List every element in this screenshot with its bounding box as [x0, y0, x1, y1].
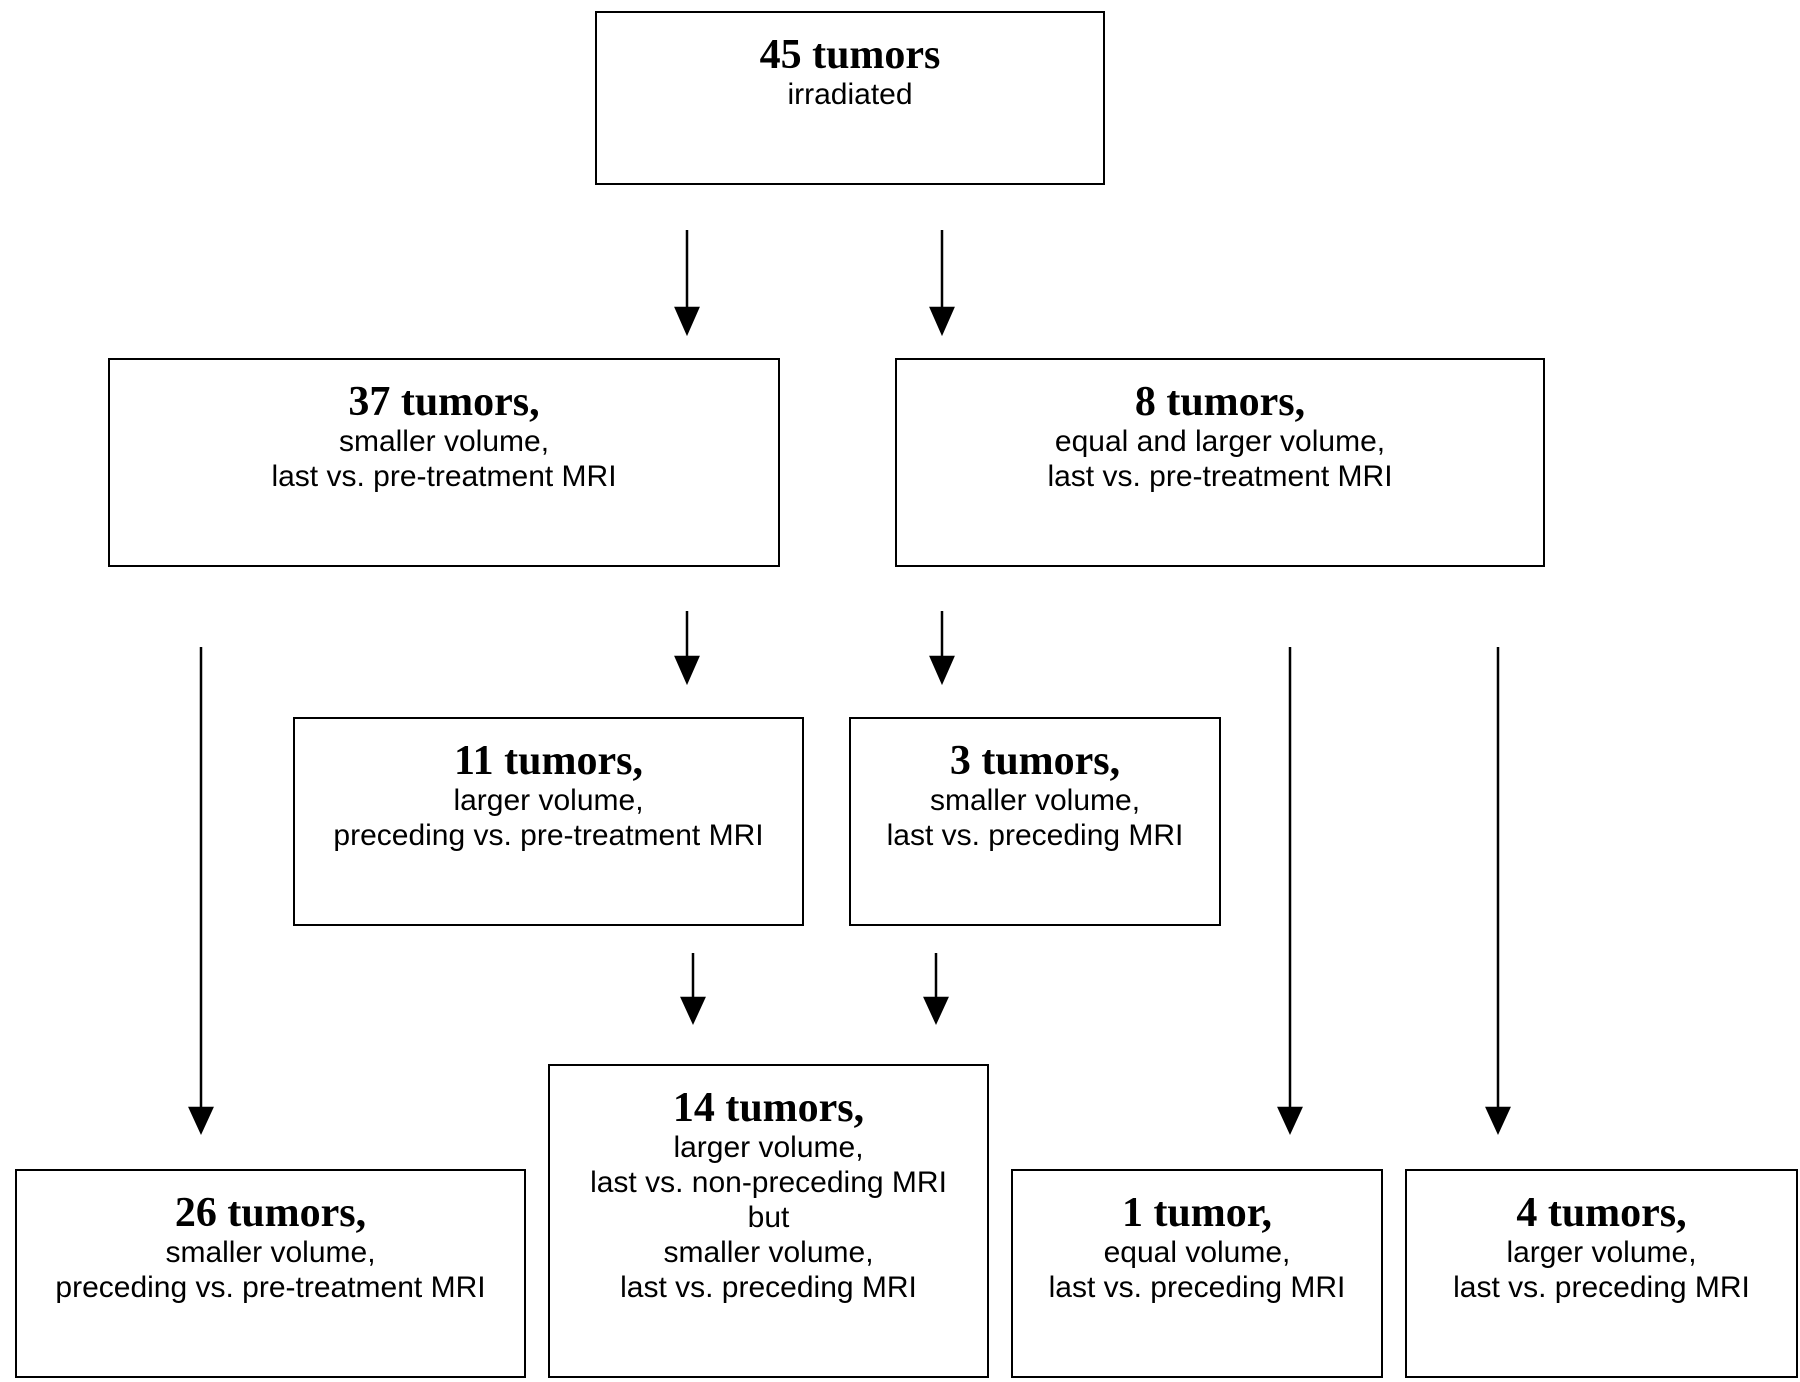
box-37-line-2: last vs. pre-treatment MRI	[271, 460, 617, 493]
box-root: 45 tumors irradiated	[595, 11, 1105, 185]
box-3-line-1: smaller volume,	[929, 784, 1141, 817]
box-37-tumors: 37 tumors, smaller volume, last vs. pre-…	[108, 358, 780, 567]
arrow-root-to-8	[929, 230, 955, 337]
box-8-heading: 8 tumors,	[1134, 379, 1306, 425]
box-1-tumor: 1 tumor, equal volume, last vs. precedin…	[1011, 1169, 1383, 1378]
box-4-tumors: 4 tumors, larger volume, last vs. preced…	[1405, 1169, 1798, 1378]
box-37-line-1: smaller volume,	[338, 425, 550, 458]
box-root-line-1: irradiated	[787, 78, 913, 111]
box-14-line-2: last vs. non-preceding MRI	[590, 1166, 947, 1199]
box-1-heading: 1 tumor,	[1121, 1190, 1273, 1236]
box-26-tumors: 26 tumors, smaller volume, preceding vs.…	[15, 1169, 526, 1378]
box-14-line-1: larger volume,	[673, 1131, 864, 1164]
arrow-8-to-4	[1485, 647, 1511, 1136]
box-26-heading: 26 tumors,	[174, 1190, 367, 1236]
box-4-heading: 4 tumors,	[1516, 1190, 1687, 1236]
box-1-line-2: last vs. preceding MRI	[1048, 1271, 1346, 1304]
arrow-root-to-37	[674, 230, 700, 337]
box-3-line-2: last vs. preceding MRI	[886, 819, 1184, 852]
arrow-8-to-1	[1277, 647, 1303, 1136]
box-8-line-2: last vs. pre-treatment MRI	[1047, 460, 1393, 493]
arrow-37-to-26	[188, 647, 214, 1136]
box-26-line-1: smaller volume,	[165, 1236, 376, 1269]
box-11-line-2: preceding vs. pre-treatment MRI	[333, 819, 764, 852]
box-14-line-5: last vs. preceding MRI	[620, 1271, 917, 1304]
box-14-heading: 14 tumors,	[672, 1085, 865, 1131]
box-37-heading: 37 tumors,	[348, 379, 540, 425]
box-4-line-2: last vs. preceding MRI	[1453, 1271, 1750, 1304]
arrow-11-to-14	[680, 953, 706, 1026]
box-8-line-1: equal and larger volume,	[1054, 425, 1386, 458]
box-26-line-2: preceding vs. pre-treatment MRI	[55, 1271, 486, 1304]
box-3-heading: 3 tumors,	[949, 738, 1121, 784]
arrow-37-to-11	[674, 611, 700, 686]
box-11-tumors: 11 tumors, larger volume, preceding vs. …	[293, 717, 804, 926]
box-1-line-1: equal volume,	[1103, 1236, 1291, 1269]
box-14-tumors: 14 tumors, larger volume, last vs. non-p…	[548, 1064, 989, 1378]
box-14-line-4: smaller volume,	[663, 1236, 874, 1269]
box-3-tumors: 3 tumors, smaller volume, last vs. prece…	[849, 717, 1221, 926]
box-8-tumors: 8 tumors, equal and larger volume, last …	[895, 358, 1545, 567]
arrow-3-to-14	[923, 953, 949, 1026]
box-14-line-3: but	[747, 1201, 790, 1234]
box-11-heading: 11 tumors,	[454, 738, 643, 784]
box-root-heading: 45 tumors	[759, 32, 941, 78]
arrow-8-to-3	[929, 611, 955, 686]
box-11-line-1: larger volume,	[453, 784, 644, 817]
box-4-line-1: larger volume,	[1506, 1236, 1697, 1269]
